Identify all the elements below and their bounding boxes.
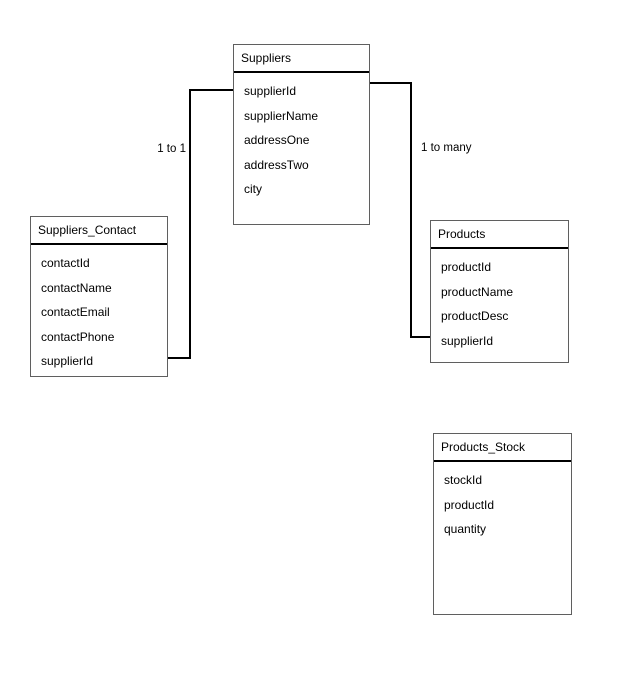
entity-field: city: [244, 182, 262, 196]
entity-field: contactName: [41, 280, 112, 295]
connector-one-to-one-top-segment: [189, 89, 234, 91]
entity-suppliers-contact[interactable]: Suppliers_Contact contactId contactName …: [30, 216, 168, 377]
relationship-label-one-to-one: 1 to 1: [157, 143, 186, 155]
entity-field: supplierId: [244, 84, 297, 98]
entity-field: addressTwo: [244, 157, 309, 172]
entity-suppliers-contact-fields: contactId contactName contactEmail conta…: [31, 245, 167, 374]
entity-field: supplierId: [41, 354, 94, 368]
entity-field: productDesc: [441, 309, 509, 323]
entity-field: quantity: [444, 522, 487, 536]
entity-field: supplierName: [244, 108, 319, 123]
entity-field: contactPhone: [41, 329, 115, 344]
entity-suppliers-contact-title: Suppliers_Contact: [31, 217, 167, 245]
entity-products-stock-fields: stockId productId quantity: [434, 462, 571, 542]
entity-field: supplierId: [441, 333, 494, 348]
entity-products-title: Products: [431, 221, 568, 249]
connector-one-to-many-vertical-segment: [410, 82, 412, 338]
entity-suppliers-title: Suppliers: [234, 45, 369, 73]
entity-field: contactEmail: [41, 305, 110, 319]
entity-field: productId: [444, 497, 495, 512]
relationship-label-one-to-many: 1 to many: [421, 142, 472, 154]
connector-one-to-one-bottom-segment: [168, 357, 191, 359]
entity-field: addressOne: [244, 133, 310, 147]
entity-field: productName: [441, 284, 514, 299]
entity-products[interactable]: Products productId productName productDe…: [430, 220, 569, 363]
entity-suppliers-fields: supplierId supplierName addressOne addre…: [234, 73, 369, 202]
connector-one-to-many-bottom-segment: [410, 336, 431, 338]
connector-one-to-many-top-segment: [369, 82, 412, 84]
entity-products-stock-title: Products_Stock: [434, 434, 571, 462]
entity-products-stock[interactable]: Products_Stock stockId productId quantit…: [433, 433, 572, 615]
entity-field: productId: [441, 260, 492, 274]
connector-one-to-one-vertical-segment: [189, 89, 191, 359]
entity-field: contactId: [41, 256, 90, 270]
entity-products-fields: productId productName productDesc suppli…: [431, 249, 568, 353]
entity-suppliers[interactable]: Suppliers supplierId supplierName addres…: [233, 44, 370, 225]
entity-field: stockId: [444, 473, 483, 487]
